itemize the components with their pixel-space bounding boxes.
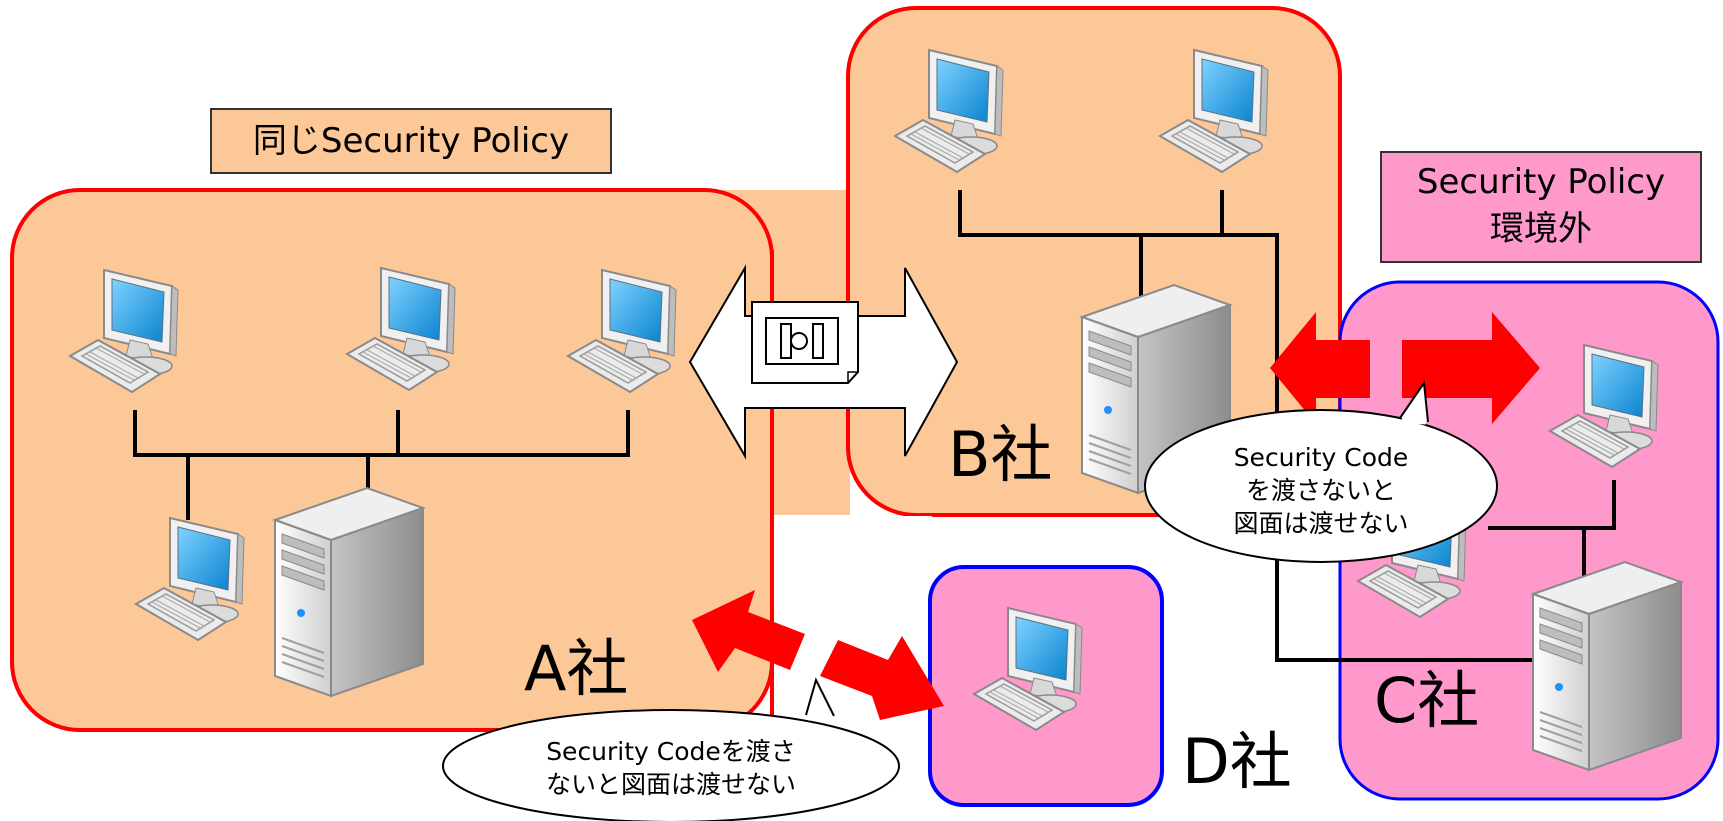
blocked-arrow-b-c — [1270, 312, 1540, 424]
same-policy-label-box: 同じSecurity Policy — [210, 108, 612, 174]
callout-bc-line3: 図面は渡せない — [1233, 509, 1408, 538]
callout-ad-line2: ないと図面は渡せない — [546, 770, 796, 799]
company-c-label: C社 — [1374, 664, 1479, 737]
network-b — [958, 190, 1558, 662]
network-a — [133, 410, 630, 520]
callout-ad: Security Codeを渡さ ないと図面は渡せない — [442, 677, 900, 821]
company-d-label: D社 — [1182, 725, 1292, 798]
blocked-arrow-a-d — [692, 590, 944, 720]
server-icon — [274, 487, 424, 697]
outside-policy-label-line1: Security Policy — [1417, 162, 1665, 202]
allowed-exchange-arrow — [688, 264, 959, 460]
outside-policy-label-box: Security Policy 環境外 — [1380, 151, 1702, 263]
same-policy-label: 同じSecurity Policy — [253, 121, 569, 161]
callout-bc: Security Code を渡さないと 図面は渡せない — [1144, 380, 1498, 563]
company-b-label: B社 — [948, 418, 1053, 491]
drawing-document-icon — [751, 301, 859, 384]
company-a-label: A社 — [524, 632, 628, 705]
callout-bc-line1: Security Code — [1234, 443, 1409, 472]
outside-policy-label-line2: 環境外 — [1490, 209, 1592, 249]
server-icon — [1532, 561, 1682, 771]
callout-bc-line2: を渡さないと — [1246, 476, 1396, 505]
callout-ad-line1: Security Codeを渡さ — [546, 737, 796, 766]
